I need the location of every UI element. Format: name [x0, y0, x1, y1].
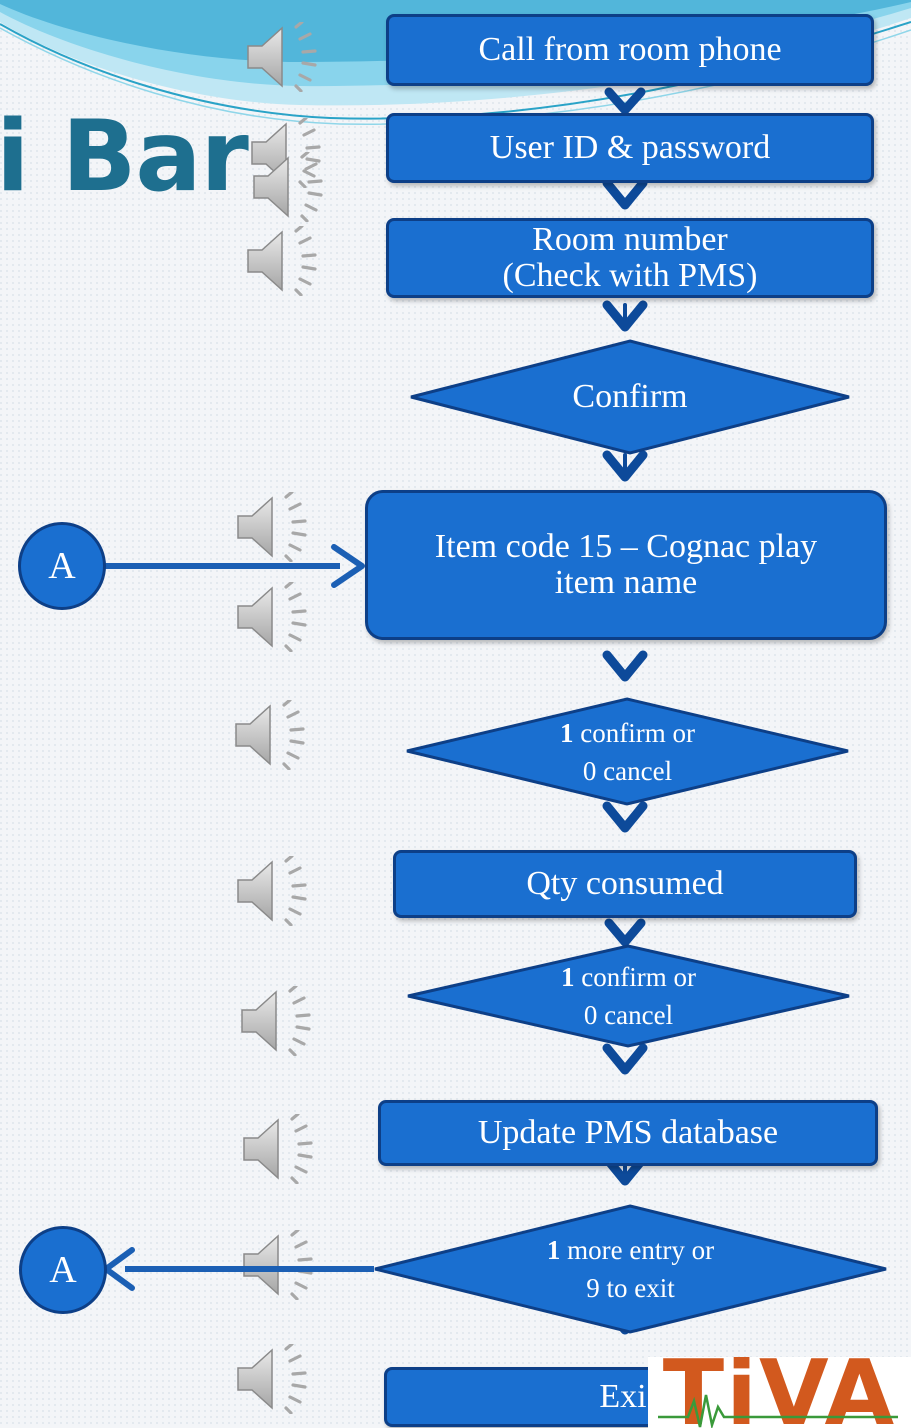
more-entry-decision: 1 more entry or 9 to exit	[373, 1204, 888, 1334]
page-title: i Bar	[0, 100, 249, 214]
speaker-icon[interactable]	[240, 1230, 316, 1300]
decision-key: 1	[561, 962, 575, 992]
qty-consumed-step: Qty consumed	[393, 850, 857, 918]
confirm-cancel-decision: 1 confirm or 0 cancel	[406, 944, 851, 1048]
speaker-icon[interactable]	[232, 700, 308, 770]
decision-label: confirm or	[573, 717, 695, 748]
decision-label: 9 to exit	[586, 1273, 675, 1303]
step-label: Exi	[599, 1378, 647, 1416]
room-number-step: Room number (Check with PMS)	[386, 218, 874, 298]
step-label: Update PMS database	[477, 1114, 779, 1152]
call-from-room-phone-step: Call from room phone	[386, 14, 874, 86]
step-label: Call from room phone	[478, 31, 782, 69]
speaker-icon[interactable]	[238, 986, 314, 1056]
decision-label: 0 cancel	[583, 1000, 674, 1030]
connector-a: A	[19, 1226, 107, 1314]
confirm-decision: Confirm	[409, 339, 851, 455]
step-label: Item code 15 – Cognac play	[434, 528, 818, 566]
speaker-icon[interactable]	[234, 492, 310, 562]
speaker-icon[interactable]	[244, 226, 320, 296]
speaker-icon[interactable]	[234, 856, 310, 926]
speaker-icon[interactable]	[240, 1114, 316, 1184]
speaker-icon[interactable]	[234, 582, 310, 652]
decision-label: confirm or	[574, 962, 696, 992]
decision-key: 1	[546, 1235, 561, 1265]
connector-a: A	[18, 522, 106, 610]
speaker-icon[interactable]	[234, 1344, 310, 1414]
connector-label: A	[49, 1249, 77, 1291]
step-label: Room number	[532, 221, 728, 259]
speaker-icon[interactable]	[244, 22, 320, 92]
user-id-password-step: User ID & password	[386, 113, 874, 183]
decision-label: more entry or	[560, 1235, 715, 1265]
step-label: (Check with PMS)	[502, 257, 758, 294]
decision-label: Confirm	[572, 378, 688, 415]
tiva-logo: TiVA	[648, 1357, 911, 1428]
step-label: item name	[554, 564, 698, 601]
confirm-cancel-decision: 1 confirm or 0 cancel	[405, 697, 850, 806]
decision-key: 1	[560, 717, 574, 748]
step-label: User ID & password	[489, 129, 771, 167]
decision-label: 0 cancel	[582, 755, 673, 786]
connector-label: A	[48, 545, 76, 587]
step-label: Qty consumed	[526, 865, 724, 903]
item-code-step: Item code 15 – Cognac play item name	[365, 490, 887, 640]
update-pms-database-step: Update PMS database	[378, 1100, 878, 1166]
speaker-icon[interactable]	[250, 152, 326, 222]
